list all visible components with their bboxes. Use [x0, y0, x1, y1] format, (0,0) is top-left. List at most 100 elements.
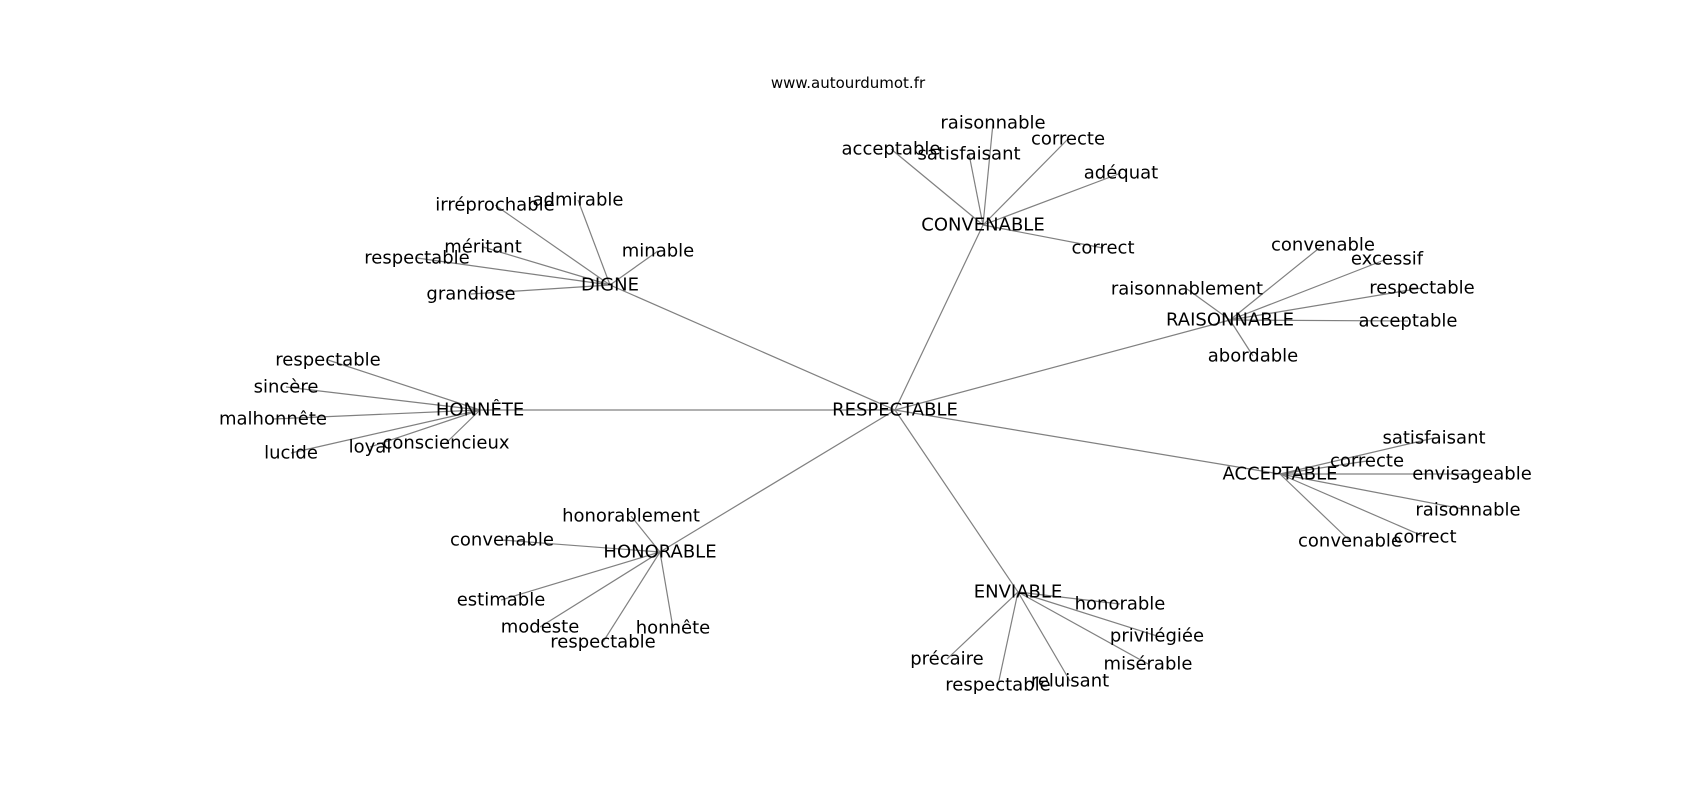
edge-hub-to-leaf — [1279, 437, 1435, 475]
edge-hub-to-leaf — [1186, 288, 1231, 321]
hub-node: CONVENABLE — [921, 215, 1044, 236]
leaf-node: excessif — [1351, 249, 1424, 270]
leaf-node: respectable — [275, 350, 380, 371]
edge-hub-to-leaf — [577, 199, 611, 286]
leaf-node: convenable — [1271, 235, 1375, 256]
edge-hub-to-leaf — [501, 539, 661, 553]
edge-hub-to-leaf — [1229, 319, 1409, 322]
edge-hub-to-leaf — [470, 284, 611, 295]
leaf-node: acceptable — [1359, 311, 1458, 332]
leaf-node: correcte — [1330, 451, 1404, 472]
leaf-node: satisfaisant — [1382, 428, 1485, 449]
hub-node: HONORABLE — [603, 542, 716, 563]
leaf-node: convenable — [1298, 531, 1402, 552]
edge-hub-to-leaf — [630, 515, 661, 553]
leaf-node: convenable — [450, 530, 554, 551]
edge-hub-to-leaf — [1229, 244, 1324, 321]
edge-hub-to-leaf — [659, 551, 674, 629]
hub-node: ENVIABLE — [974, 582, 1063, 603]
center-node: RESPECTABLE — [832, 400, 958, 421]
edge-hub-to-leaf — [946, 591, 1019, 660]
leaf-node: abordable — [1208, 346, 1299, 367]
edge-hub-to-leaf — [1017, 591, 1158, 637]
leaf-node: minable — [622, 241, 694, 262]
edge-center-to-hub — [894, 319, 1231, 411]
leaf-node: satisfaisant — [917, 144, 1020, 165]
leaf-node: correct — [1393, 527, 1456, 548]
source-label: www.autourdumot.fr — [771, 74, 926, 92]
leaf-node: raisonnable — [1415, 500, 1520, 521]
leaf-node: honorable — [1075, 594, 1166, 615]
leaf-node: misérable — [1104, 654, 1193, 675]
edge-hub-to-leaf — [285, 386, 481, 411]
edge-hub-to-leaf — [445, 409, 481, 444]
leaf-node: grandiose — [426, 284, 515, 305]
leaf-node: honnête — [636, 618, 710, 639]
edge-hub-to-leaf — [1279, 473, 1469, 511]
hub-node: RAISONNABLE — [1166, 310, 1294, 331]
edge-hub-to-leaf — [1017, 591, 1149, 665]
edge-center-to-hub — [609, 284, 896, 411]
edge-hub-to-leaf — [416, 257, 611, 286]
edge-hub-to-leaf — [369, 409, 481, 448]
leaf-node: respectable — [550, 632, 655, 653]
edge-hub-to-leaf — [500, 551, 661, 601]
edge-hub-to-leaf — [1229, 258, 1388, 321]
edge-hub-to-leaf — [1017, 591, 1071, 682]
leaf-node: raisonnable — [940, 113, 1045, 134]
edge-center-to-hub — [894, 224, 984, 411]
leaf-node: admirable — [533, 190, 624, 211]
edge-hub-to-leaf — [997, 591, 1019, 686]
leaf-node: précaire — [910, 649, 984, 670]
hub-node: DIGNE — [581, 275, 639, 296]
edge-hub-to-leaf — [272, 409, 481, 420]
hub-node: ACCEPTABLE — [1222, 464, 1337, 485]
leaf-node: raisonnablement — [1111, 279, 1263, 300]
edge-center-to-hub — [659, 409, 896, 553]
edge-center-to-hub — [894, 409, 1281, 475]
edge-hub-to-leaf — [982, 122, 994, 226]
leaf-node: modeste — [501, 617, 580, 638]
edge-hub-to-leaf — [482, 246, 611, 286]
leaf-node: sincère — [254, 377, 319, 398]
leaf-node: consciencieux — [382, 433, 509, 454]
edge-center-to-hub — [894, 409, 1019, 593]
leaf-node: respectable — [945, 675, 1050, 696]
edge-hub-to-leaf — [1279, 460, 1368, 475]
leaf-node: respectable — [364, 248, 469, 269]
leaf-node: privilégiée — [1110, 626, 1204, 647]
leaf-node: correcte — [1031, 129, 1105, 150]
leaf-node: irréprochable — [435, 195, 554, 216]
hub-node: HONNÊTE — [436, 399, 524, 421]
leaf-node: acceptable — [842, 139, 941, 160]
edge-hub-to-leaf — [1017, 591, 1121, 605]
edges-layer — [272, 122, 1472, 686]
edge-hub-to-leaf — [609, 250, 659, 286]
edge-hub-to-leaf — [890, 148, 984, 226]
leaf-node: loyal — [349, 437, 392, 458]
leaf-node: envisageable — [1412, 464, 1532, 485]
edge-hub-to-leaf — [327, 359, 481, 411]
edge-hub-to-leaf — [494, 204, 611, 286]
edge-hub-to-leaf — [1279, 473, 1351, 542]
edge-hub-to-leaf — [982, 172, 1122, 226]
edge-hub-to-leaf — [968, 153, 984, 226]
leaf-node: malhonnête — [219, 409, 327, 430]
leaf-node: méritant — [444, 237, 522, 258]
edge-hub-to-leaf — [1229, 287, 1423, 321]
leaf-node: respectable — [1369, 278, 1474, 299]
edge-hub-to-leaf — [290, 409, 481, 454]
edge-hub-to-leaf — [982, 138, 1069, 226]
leaf-node: correct — [1071, 238, 1134, 259]
leaf-node: lucide — [264, 443, 318, 464]
leaf-node: reluisant — [1031, 671, 1109, 692]
edge-hub-to-leaf — [1279, 473, 1426, 538]
edge-hub-to-leaf — [602, 551, 661, 643]
leaf-node: honorablement — [562, 506, 700, 527]
edge-hub-to-leaf — [1229, 319, 1254, 357]
edge-hub-to-leaf — [539, 551, 661, 628]
edge-hub-to-leaf — [982, 224, 1104, 249]
leaf-node: estimable — [457, 590, 546, 611]
